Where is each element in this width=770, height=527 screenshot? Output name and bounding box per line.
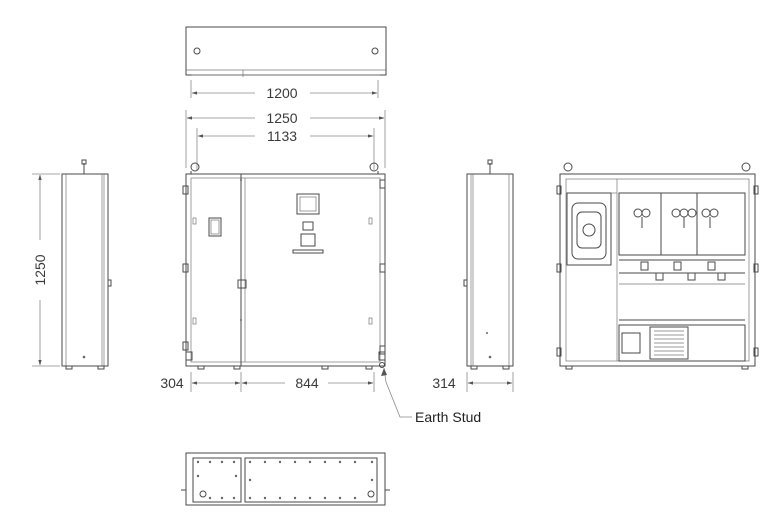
- dimension-1133: 1133: [196, 128, 375, 170]
- dim-label-304: 304: [160, 375, 184, 391]
- dim-label-314: 314: [432, 375, 456, 391]
- earth-stud-callout: Earth Stud: [381, 367, 481, 425]
- dimension-1250-vertical: 1250: [32, 173, 60, 367]
- dim-label-height: 1250: [32, 254, 48, 285]
- dimension-314: 314: [432, 372, 514, 392]
- dim-label-1200: 1200: [266, 85, 297, 101]
- left-side-view: [61, 159, 112, 370]
- bolt-pattern: [196, 460, 374, 500]
- dimension-304-844: 304 844: [160, 372, 375, 392]
- dim-label-1250: 1250: [266, 110, 297, 126]
- top-view: [185, 26, 387, 77]
- dimension-1250: 1250: [185, 110, 386, 168]
- right-side-view: [463, 159, 514, 370]
- dim-label-1133: 1133: [267, 128, 297, 144]
- switch-group: [633, 208, 719, 228]
- vent-slots: [654, 330, 684, 356]
- internal-view: [556, 162, 759, 370]
- dim-label-844: 844: [295, 375, 319, 391]
- bottom-view: [181, 452, 390, 506]
- front-view: [182, 162, 386, 370]
- earth-stud-label: Earth Stud: [415, 409, 481, 425]
- dimension-1200: 1200: [190, 80, 379, 101]
